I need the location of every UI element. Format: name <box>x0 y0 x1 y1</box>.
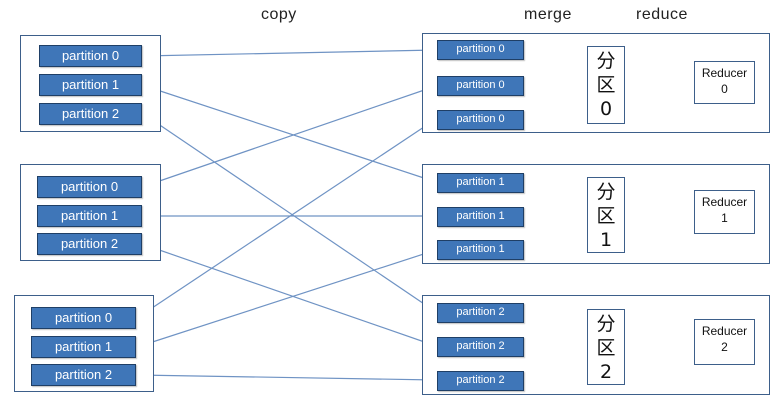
merge-header: merge <box>524 6 572 23</box>
zone-char: 分 <box>596 50 616 72</box>
copy-line <box>136 374 437 384</box>
zone-number: 0 <box>599 98 613 120</box>
source-partition-2: partition 2 <box>31 364 136 386</box>
zone-number: 2 <box>599 361 613 383</box>
partition-zone-2: 分 区 2 <box>587 309 625 385</box>
merged-partition: partition 0 <box>437 110 524 130</box>
merged-partition: partition 2 <box>437 303 524 323</box>
source-partition-2: partition 2 <box>39 103 142 125</box>
zone-char: 区 <box>596 337 616 359</box>
source-group-2: partition 0 partition 1 partition 2 <box>14 295 154 392</box>
source-partition-1: partition 1 <box>39 74 142 96</box>
merged-partition: partition 1 <box>437 240 524 260</box>
source-group-0: partition 0 partition 1 partition 2 <box>20 35 161 132</box>
reducer-label: Reducer <box>701 195 748 209</box>
reducer-2: Reducer 2 <box>694 319 755 365</box>
merged-partition: partition 1 <box>437 173 524 193</box>
source-partition-0: partition 0 <box>31 307 136 329</box>
merged-partition: partition 1 <box>437 207 524 227</box>
copy-line <box>136 248 437 348</box>
reducer-1: Reducer 1 <box>694 190 755 234</box>
copy-header: copy <box>261 6 297 23</box>
reducer-index: 2 <box>721 340 728 354</box>
source-partition-0: partition 0 <box>39 45 142 67</box>
zone-number: 1 <box>599 229 613 251</box>
reduce-header: reduce <box>636 6 688 23</box>
merged-partition: partition 2 <box>437 371 524 391</box>
merge-group-2: partition 2 partition 2 partition 2 分 区 … <box>422 295 770 395</box>
reducer-label: Reducer <box>701 66 748 80</box>
merged-partition: partition 2 <box>437 337 524 357</box>
reducer-0: Reducer 0 <box>694 61 755 104</box>
source-group-1: partition 0 partition 1 partition 2 <box>20 164 161 261</box>
source-partition-1: partition 1 <box>31 336 136 358</box>
partition-zone-0: 分 区 0 <box>587 46 625 124</box>
merged-partition: partition 0 <box>437 40 524 60</box>
zone-char: 分 <box>596 313 616 335</box>
zone-char: 区 <box>596 74 616 96</box>
merge-group-0: partition 0 partition 0 partition 0 分 区 … <box>422 33 770 133</box>
source-partition-2: partition 2 <box>37 233 142 255</box>
merge-group-1: partition 1 partition 1 partition 1 分 区 … <box>422 164 770 264</box>
copy-line <box>141 84 437 188</box>
reducer-index: 0 <box>721 82 728 96</box>
copy-connectors <box>136 46 437 384</box>
copy-line <box>136 118 437 319</box>
zone-char: 区 <box>596 205 616 227</box>
source-partition-0: partition 0 <box>37 176 142 198</box>
zone-char: 分 <box>596 181 616 203</box>
copy-line <box>141 112 437 313</box>
copy-line <box>141 84 437 184</box>
reducer-index: 1 <box>721 211 728 225</box>
reducer-label: Reducer <box>701 324 748 338</box>
copy-line <box>141 46 437 57</box>
partition-zone-1: 分 区 1 <box>587 177 625 253</box>
copy-line <box>141 243 437 348</box>
source-partition-1: partition 1 <box>37 205 142 227</box>
merged-partition: partition 0 <box>437 76 524 96</box>
